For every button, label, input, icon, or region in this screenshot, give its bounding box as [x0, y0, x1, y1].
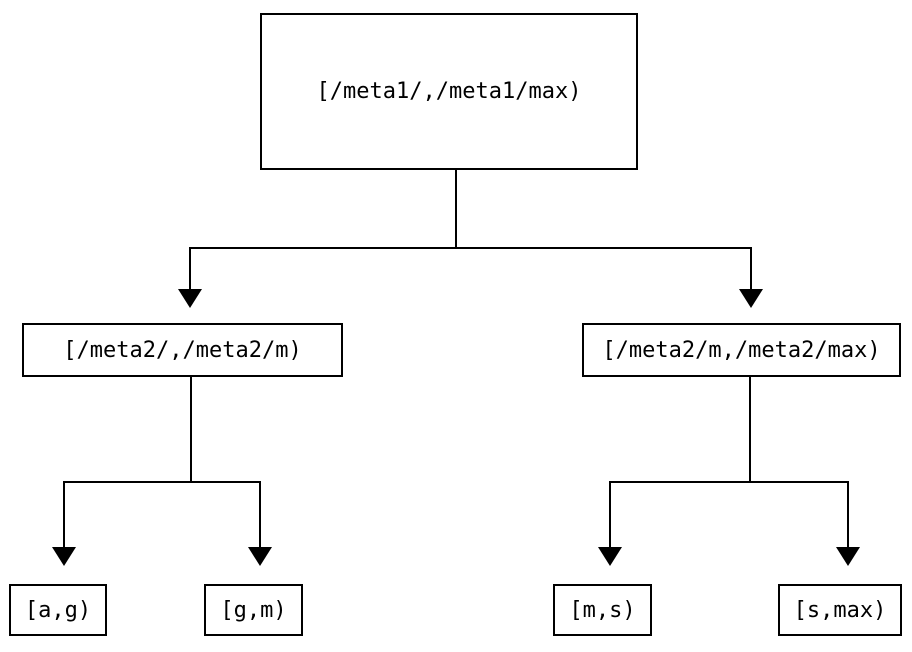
connector-root-drop-left: [189, 247, 191, 290]
node-meta2-left-range: [/meta2/,/meta2/m): [22, 323, 343, 377]
connector-right-branch: [609, 481, 849, 483]
node-meta2-right-range: [/meta2/m,/meta2/max): [582, 323, 901, 377]
connector-right-drop-2: [847, 481, 849, 548]
connector-root-stem: [455, 170, 457, 249]
arrow-down-icon: [248, 547, 272, 566]
connector-root-branch: [189, 247, 752, 249]
arrow-down-icon: [836, 547, 860, 566]
connector-root-drop-right: [750, 247, 752, 290]
node-leaf-ag-label: [a,g): [24, 597, 92, 623]
connector-left-drop-1: [63, 481, 65, 548]
node-root-label: [/meta1/,/meta1/max): [316, 79, 582, 104]
arrow-down-icon: [52, 547, 76, 566]
node-leaf-gm-label: [g,m): [220, 597, 287, 623]
node-leaf-smax: [s,max): [778, 584, 902, 636]
connector-right-drop-1: [609, 481, 611, 548]
connector-left-drop-2: [259, 481, 261, 548]
connector-left-stem: [190, 377, 192, 483]
connector-left-branch: [63, 481, 261, 483]
node-leaf-ms-label: [m,s): [569, 597, 636, 623]
arrow-down-icon: [178, 289, 202, 308]
node-root-range: [/meta1/,/meta1/max): [260, 13, 638, 170]
arrow-down-icon: [598, 547, 622, 566]
connector-right-stem: [749, 377, 751, 483]
node-meta2-left-label: [/meta2/,/meta2/m): [63, 337, 302, 363]
node-meta2-right-label: [/meta2/m,/meta2/max): [602, 337, 881, 363]
arrow-down-icon: [739, 289, 763, 308]
node-leaf-smax-label: [s,max): [793, 597, 887, 623]
node-leaf-gm: [g,m): [204, 584, 303, 636]
node-leaf-ag: [a,g): [9, 584, 107, 636]
node-leaf-ms: [m,s): [553, 584, 652, 636]
